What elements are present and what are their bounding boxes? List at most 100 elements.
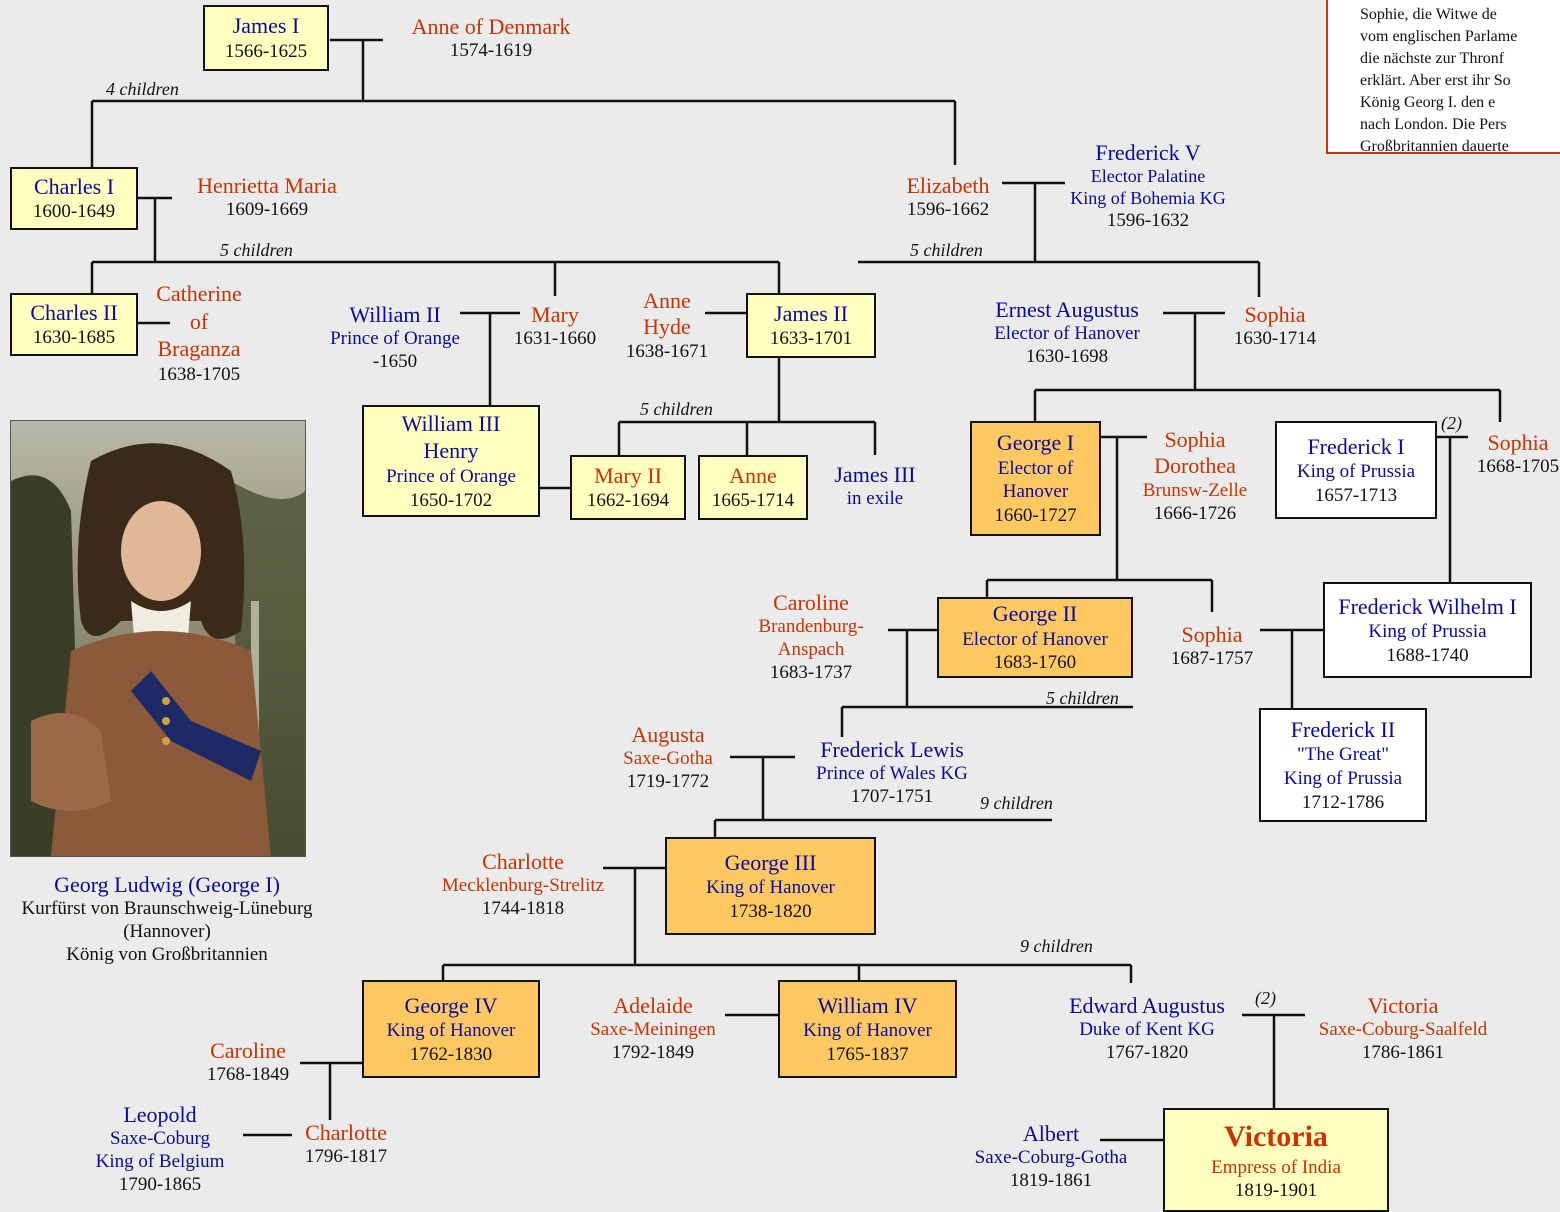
- person-name: Elizabeth: [906, 173, 990, 198]
- history-note: Sophie, die Witwe de vom englischen Parl…: [1326, 0, 1560, 154]
- person-title: Brunsw-Zelle: [1142, 479, 1248, 501]
- person-title: Hanover: [1002, 481, 1069, 503]
- person-title: King of Hanover: [386, 1020, 516, 1041]
- person-dates: 1786-1861: [1361, 1042, 1445, 1064]
- person-title: King of Bohemia KG: [1070, 187, 1226, 208]
- person-elizabeth: Elizabeth 1596-1662: [893, 173, 1003, 222]
- children-count-label: 5 children: [640, 399, 713, 419]
- person-name: Sophia: [1164, 427, 1226, 452]
- person-dates: 1765-1837: [826, 1043, 909, 1065]
- person-title: Elector Palatine: [1090, 166, 1206, 187]
- person-name: Charles I: [33, 173, 115, 199]
- person-name: William IV: [817, 992, 918, 1018]
- person-anne: Anne 1665-1714: [698, 455, 808, 520]
- person-name: Albert: [1022, 1121, 1080, 1146]
- person-dates: 1767-1820: [1105, 1042, 1189, 1064]
- person-dates: 1638-1671: [625, 340, 709, 362]
- person-dates: 1762-1830: [409, 1043, 493, 1065]
- person-name: Augusta: [631, 722, 705, 747]
- person-title: Mecklenburg-Strelitz: [441, 875, 605, 897]
- person-name: Sophia: [1244, 302, 1306, 327]
- person-dates: 1657-1713: [1314, 484, 1398, 506]
- person-name: Braganza: [157, 336, 241, 362]
- person-dates: 1566-1625: [224, 40, 308, 62]
- person-dates: 1683-1760: [993, 652, 1077, 674]
- person-dates: 1596-1632: [1106, 209, 1190, 231]
- person-title: Prince of Orange: [386, 465, 516, 487]
- person-victoria-saxe-coburg-saalfeld: Victoria Saxe-Coburg-Saalfeld 1786-1861: [1302, 993, 1504, 1065]
- person-dates: 1596-1662: [906, 199, 990, 221]
- person-mary-ii: Mary II 1662-1694: [570, 455, 686, 520]
- caption-line: König von Großbritannien: [66, 943, 268, 965]
- marriage-number-label: (2): [1441, 413, 1462, 433]
- person-title: King of Hanover: [706, 877, 835, 898]
- person-dates: 1660-1727: [994, 505, 1077, 527]
- person-name: Dorothea: [1154, 453, 1236, 479]
- person-name: Catherine: [156, 281, 242, 306]
- person-title: Elector of: [997, 457, 1074, 479]
- person-dates: 1600-1649: [32, 201, 116, 223]
- person-title: Saxe-Coburg-Gotha: [974, 1147, 1128, 1169]
- person-name: James III: [834, 462, 916, 487]
- children-count-label: 5 children: [1046, 688, 1119, 708]
- person-dates: 1819-1861: [1009, 1170, 1093, 1192]
- person-charles-i: Charles I 1600-1649: [10, 167, 138, 230]
- note-line: nach London. Die Pers: [1360, 116, 1507, 133]
- person-name: Charles II: [30, 299, 118, 325]
- person-name: Frederick V: [1095, 140, 1201, 165]
- person-dates: 1662-1694: [586, 490, 670, 512]
- person-name: Caroline: [773, 590, 849, 615]
- person-name: William II: [349, 302, 441, 327]
- person-sophia-dorothea: Sophia Dorothea Brunsw-Zelle 1666-1726: [1132, 427, 1258, 525]
- children-count-label: 9 children: [1020, 936, 1093, 956]
- person-title: Saxe-Coburg-Saalfeld: [1318, 1019, 1488, 1041]
- person-dates: 1688-1740: [1386, 644, 1469, 666]
- person-dates: 1630-1698: [1025, 346, 1109, 368]
- person-james-ii: James II 1633-1701: [746, 293, 876, 358]
- person-dates: 1796-1817: [304, 1146, 388, 1168]
- person-nickname: "The Great": [1297, 744, 1389, 766]
- children-count-label: 5 children: [910, 240, 983, 260]
- person-title: Elector of Hanover: [962, 628, 1108, 650]
- person-victoria: Victoria Empress of India 1819-1901: [1163, 1108, 1389, 1212]
- person-name: Frederick Wilhelm I: [1338, 593, 1517, 619]
- person-george-ii: George II Elector of Hanover 1683-1760: [937, 597, 1133, 678]
- person-charlotte-mecklenburg: Charlotte Mecklenburg-Strelitz 1744-1818: [427, 849, 619, 921]
- person-sophia-charlotte: Sophia 1668-1705: [1468, 430, 1560, 479]
- person-name: Anne: [643, 288, 691, 313]
- person-dates: 1792-1849: [611, 1042, 695, 1064]
- portrait-caption: Georg Ludwig (George I) Kurfürst von Bra…: [0, 872, 334, 967]
- caption-line: (Hannover): [123, 921, 211, 943]
- children-count-label: 9 children: [980, 793, 1053, 813]
- person-name: George I: [996, 430, 1075, 456]
- person-charlotte: Charlotte 1796-1817: [292, 1120, 400, 1169]
- person-name: George IV: [404, 992, 498, 1018]
- person-augusta: Augusta Saxe-Gotha 1719-1772: [610, 722, 726, 794]
- person-title: Empress of India: [1211, 1156, 1341, 1178]
- person-mary: Mary 1631-1660: [505, 302, 605, 351]
- person-dates: 1630-1714: [1233, 328, 1317, 350]
- person-dates: 1574-1619: [449, 40, 533, 62]
- person-dates: 1744-1818: [481, 898, 565, 920]
- portrait-painting: [11, 421, 305, 856]
- person-dates: 1665-1714: [711, 490, 795, 512]
- person-dates: 1638-1705: [157, 364, 241, 386]
- caption-line: Kurfürst von Braunschweig-Lüneburg: [21, 898, 313, 920]
- person-dates: 1630-1685: [32, 327, 116, 349]
- person-name: Charlotte: [482, 849, 564, 874]
- person-name: Adelaide: [613, 993, 693, 1018]
- person-name: Victoria: [1224, 1120, 1328, 1153]
- person-william-iv: William IV King of Hanover 1765-1837: [778, 980, 957, 1078]
- marriage-number-label: (2): [1255, 988, 1276, 1008]
- person-albert: Albert Saxe-Coburg-Gotha 1819-1861: [960, 1121, 1142, 1193]
- person-anne-hyde: Anne Hyde 1638-1671: [615, 288, 719, 364]
- person-name: George III: [724, 849, 817, 875]
- person-name: Frederick II: [1290, 716, 1396, 742]
- note-line: König Georg I. den e: [1360, 94, 1496, 111]
- person-name: Hyde: [643, 314, 691, 340]
- person-dates: 1633-1701: [769, 328, 853, 350]
- person-dates: 1683-1737: [769, 661, 853, 683]
- person-name: Sophia: [1181, 622, 1243, 647]
- portrait-george-i: [10, 420, 306, 857]
